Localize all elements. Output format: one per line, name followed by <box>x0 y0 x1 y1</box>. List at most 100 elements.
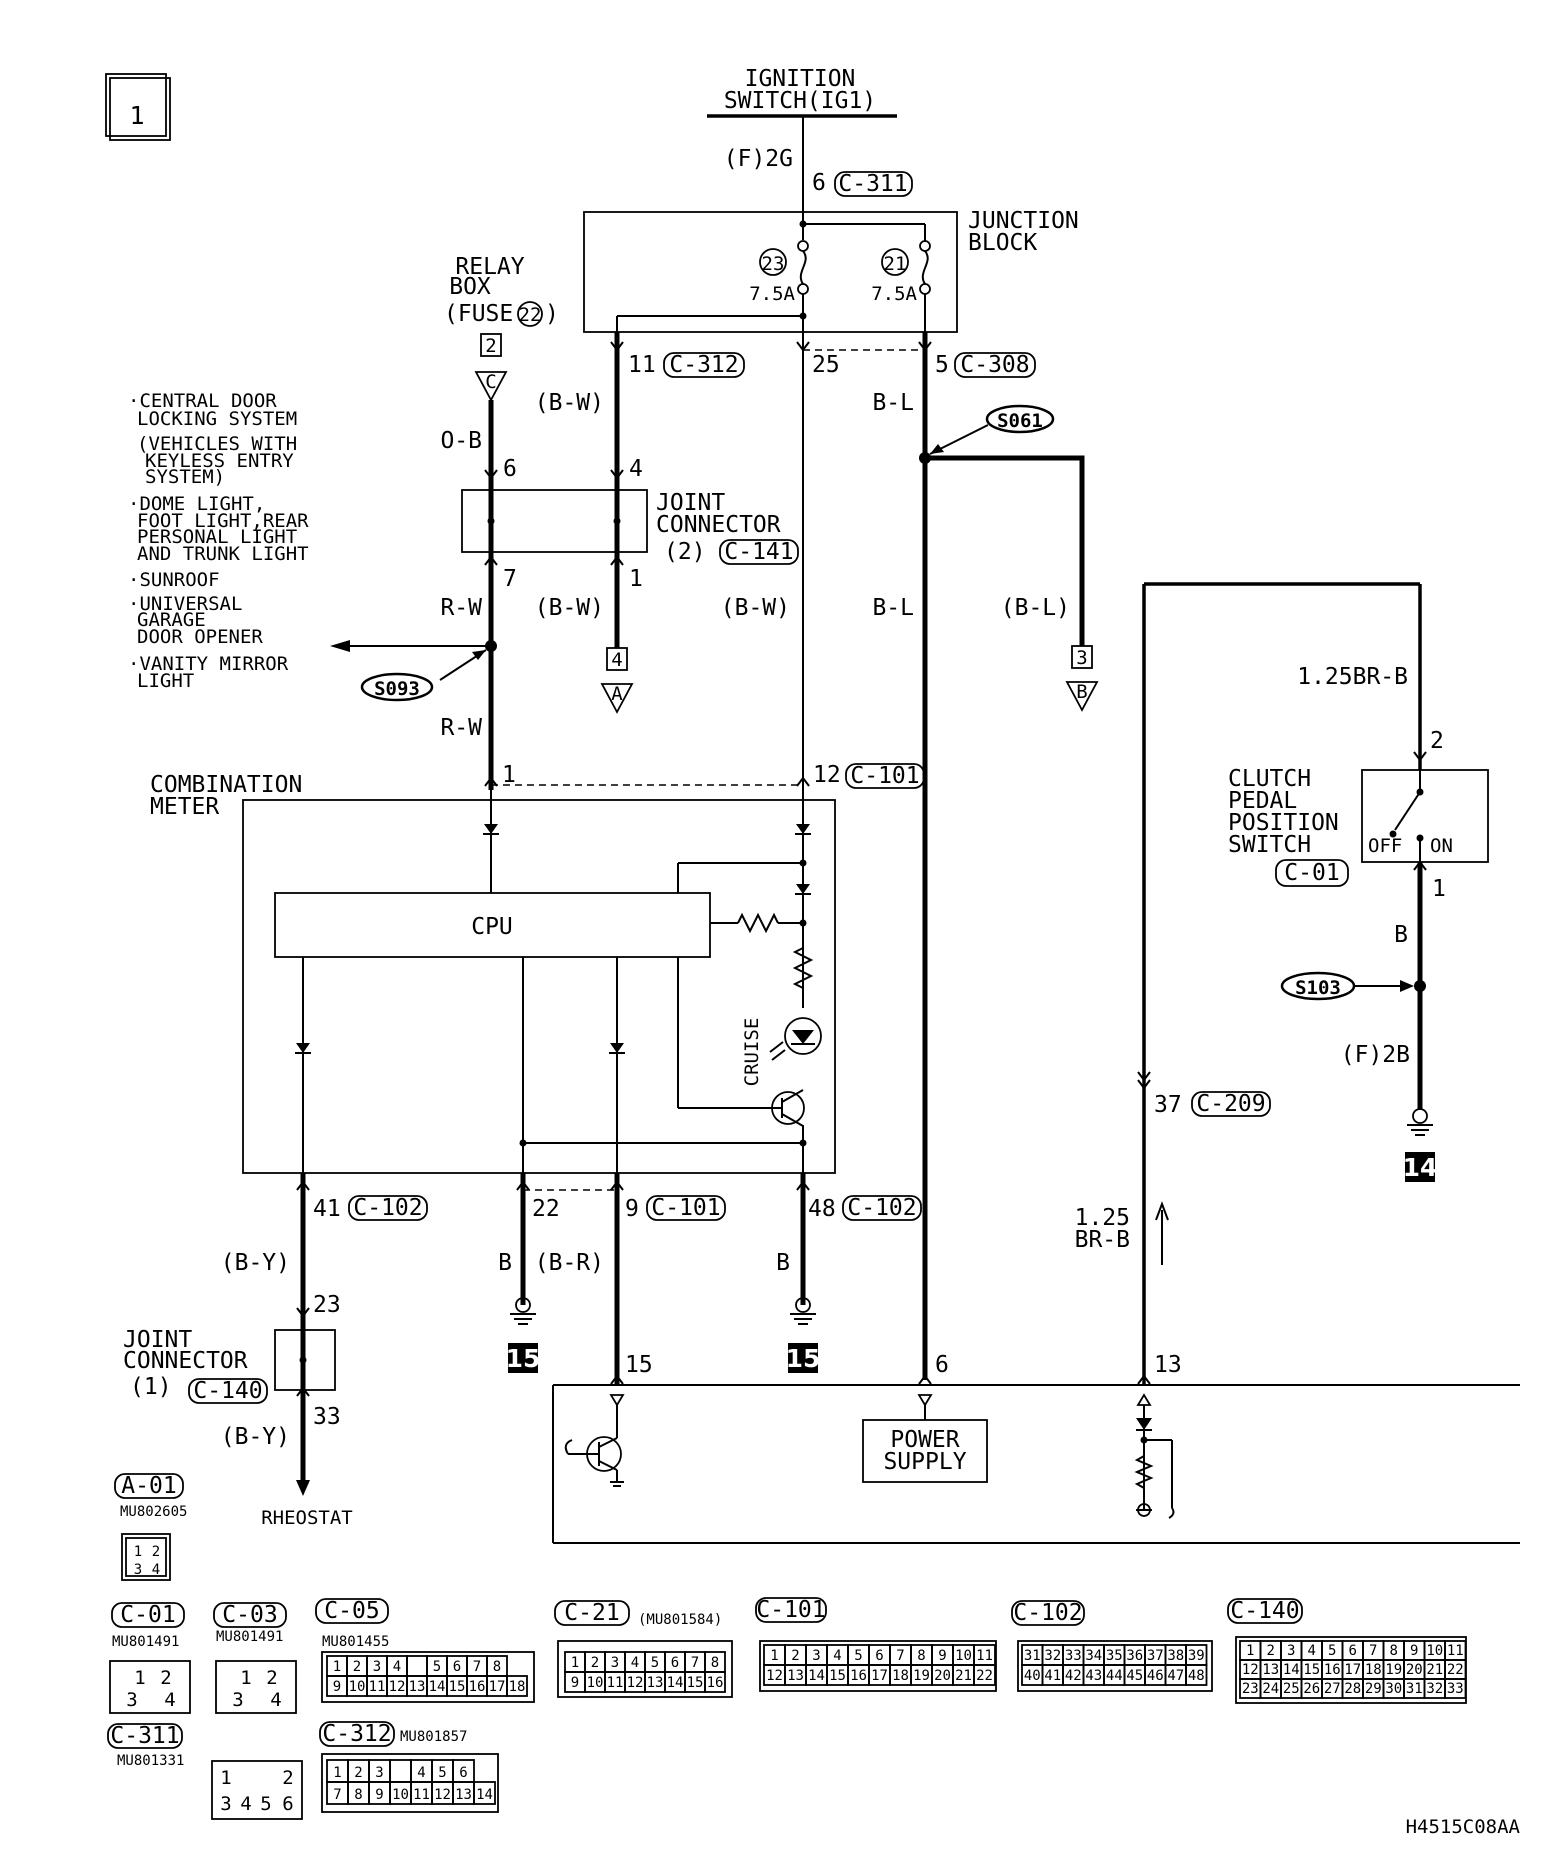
svg-text:B: B <box>1076 681 1087 703</box>
wire-size-2: BR-B <box>1075 1227 1130 1253</box>
connector-pin-number: 4 <box>393 1659 401 1675</box>
svg-text:C-05: C-05 <box>324 1598 379 1624</box>
svg-text:A: A <box>611 683 623 705</box>
pin-25: 25 <box>812 352 840 378</box>
svg-text:C-311: C-311 <box>110 1723 179 1749</box>
connector-pin-number: 12 <box>1242 1662 1259 1678</box>
rheostat-label: RHEOSTAT <box>261 1507 353 1529</box>
connector-pin-number: 17 <box>489 1679 506 1695</box>
svg-text:LIGHT: LIGHT <box>137 670 194 692</box>
connector-pin-number: 17 <box>1344 1662 1361 1678</box>
wire-color-bl-1: B-L <box>872 390 914 416</box>
meter-diodes <box>295 824 811 1054</box>
svg-text:C-141: C-141 <box>724 539 793 565</box>
wire-color-bw-1: (B-W) <box>535 390 604 416</box>
svg-text:): ) <box>545 301 559 327</box>
svg-text:C-101: C-101 <box>651 1195 720 1221</box>
svg-text:2: 2 <box>266 1667 277 1689</box>
connector-pin-number: 14 <box>429 1679 446 1695</box>
wire-color-bl-paren: (B-L) <box>1001 595 1070 621</box>
wire-code-f2b: (F)2B <box>1341 1042 1410 1068</box>
connector-pin-number: 3 <box>373 1659 381 1675</box>
pin-6-bottom: 6 <box>935 1352 949 1378</box>
svg-text:MU801491: MU801491 <box>112 1634 179 1650</box>
conn-label-c01: C-01 <box>1275 859 1349 887</box>
connector-pin-number: 10 <box>392 1787 409 1803</box>
combination-meter-label-2: METER <box>150 794 219 820</box>
svg-text:KEYLESS ENTRY: KEYLESS ENTRY <box>145 450 294 472</box>
svg-text:POWER: POWER <box>890 1427 959 1453</box>
connector-pin-number: 39 <box>1188 1648 1205 1664</box>
connector-pin-number: 3 <box>611 1655 619 1671</box>
conn-label-c312: C-312 <box>663 352 745 378</box>
connector-pin-number: 8 <box>354 1787 362 1803</box>
wire-color-b-1: B <box>498 1250 512 1276</box>
connector-pin-number: 10 <box>349 1679 366 1695</box>
svg-text:7.5A: 7.5A <box>871 283 917 305</box>
wire-color-by-2: (B-Y) <box>221 1424 290 1450</box>
connector-pin-cell <box>704 1671 726 1693</box>
clutch-label-2: PEDAL <box>1228 788 1297 814</box>
connector-pin-number: 2 <box>353 1659 361 1675</box>
connector-pin-number: 19 <box>913 1668 930 1684</box>
conn-label-c101-top: C-101 <box>845 763 925 789</box>
pin-4: 4 <box>629 456 643 482</box>
connector-pin-number: 6 <box>671 1655 679 1671</box>
svg-text:SUPPLY: SUPPLY <box>883 1449 966 1475</box>
connector-pin-number: 19 <box>1385 1662 1402 1678</box>
wire-size-1: 1.25 <box>1075 1205 1130 1231</box>
wire-bl-branch <box>925 455 1085 646</box>
connector-view-a01: A-01 MU802605 1 2 3 4 <box>114 1473 187 1581</box>
svg-text:1: 1 <box>134 1544 142 1560</box>
svg-text:7.5A: 7.5A <box>749 283 795 305</box>
svg-text:·CENTRAL DOOR: ·CENTRAL DOOR <box>128 390 277 412</box>
connector-pin-number: 7 <box>896 1648 904 1664</box>
wire-color-rw-1: R-W <box>440 595 482 621</box>
pin-15: 15 <box>625 1352 653 1378</box>
ecu-input-circuit-13 <box>1134 1393 1175 1519</box>
connector-pin-number: 15 <box>829 1668 846 1684</box>
pin-7: 7 <box>503 566 517 592</box>
connector-pin-number: 11 <box>607 1675 624 1691</box>
ground-symbol-15b: 15 <box>786 1297 820 1373</box>
connector-pin-number: 24 <box>1262 1681 1279 1697</box>
ref-connector-3b: 3 B <box>1065 645 1099 712</box>
connector-pin-number: 12 <box>389 1679 406 1695</box>
connector-pin-number: 5 <box>433 1659 441 1675</box>
svg-text:C-311: C-311 <box>838 171 907 197</box>
joint-connector-1-label-3: (1) <box>130 1374 172 1400</box>
connector-pin-number: 15 <box>449 1679 466 1695</box>
svg-text:C-102: C-102 <box>847 1195 916 1221</box>
connector-pin-number: 40 <box>1024 1668 1041 1684</box>
cpu-block <box>274 892 711 958</box>
svg-text:4: 4 <box>611 649 622 671</box>
fuse-21: 21 7.5A <box>871 248 918 305</box>
junction-block-label-1: JUNCTION <box>968 208 1079 234</box>
svg-text:3: 3 <box>220 1793 231 1815</box>
connector-pin-number: 35 <box>1106 1648 1123 1664</box>
connector-pin-number: 8 <box>711 1655 719 1671</box>
connector-pin-number: 14 <box>667 1675 684 1691</box>
joint-connector-1-label-1: JOINT <box>123 1327 192 1353</box>
connector-pin-number: 22 <box>976 1668 993 1684</box>
cpu-label: CPU <box>471 914 513 940</box>
svg-text:CRUISE: CRUISE <box>741 1018 763 1087</box>
connector-pin-number: 5 <box>651 1655 659 1671</box>
pin-12: 12 <box>813 762 841 788</box>
connector-pin-cell <box>1444 1678 1467 1699</box>
svg-text:C: C <box>485 371 496 393</box>
connector-pin-cell <box>473 1781 496 1805</box>
connector-pin-number: 31 <box>1406 1681 1423 1697</box>
connector-pin-number: 5 <box>1328 1643 1336 1659</box>
connector-pin-cell <box>389 1759 412 1783</box>
connector-pin-number: 4 <box>417 1765 425 1781</box>
svg-text:A-01: A-01 <box>121 1473 176 1499</box>
connector-pin-number: 7 <box>691 1655 699 1671</box>
svg-text:3: 3 <box>126 1689 137 1711</box>
fuse-23: 23 7.5A <box>749 248 796 305</box>
svg-text:C-102: C-102 <box>353 1195 422 1221</box>
page-number-box: 1 <box>105 73 171 141</box>
connector-pin-number: 16 <box>469 1679 486 1695</box>
svg-text:3: 3 <box>1076 647 1087 669</box>
